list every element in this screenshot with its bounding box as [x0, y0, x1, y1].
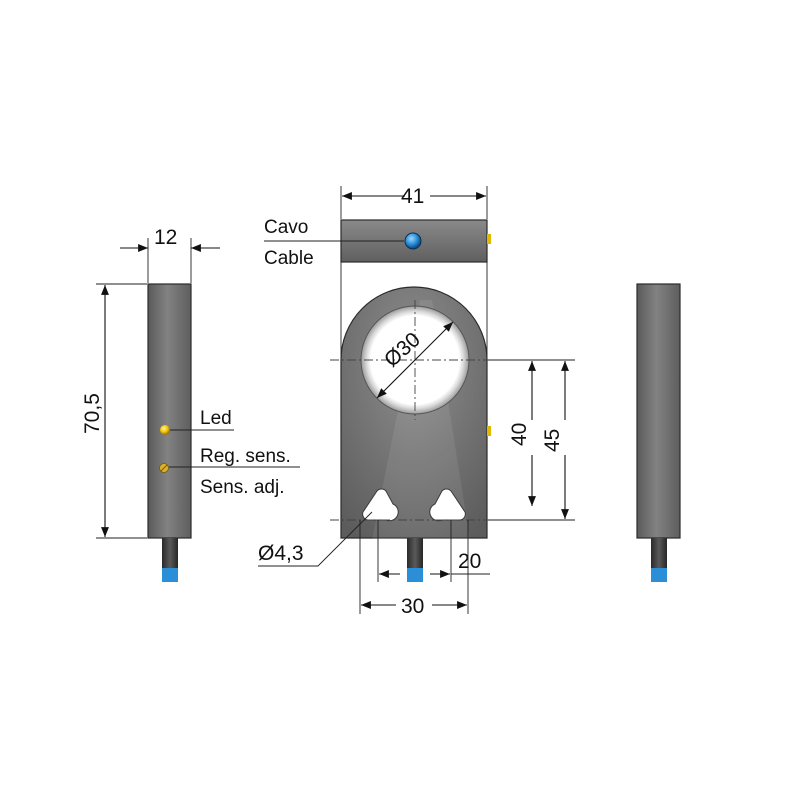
sensitivity-adjust-label-en: Sens. adj. — [200, 477, 285, 498]
front-led-nub — [487, 426, 491, 436]
led-icon — [160, 425, 170, 435]
side-height-dimension: 70,5 — [81, 393, 104, 434]
led-label: Led — [200, 408, 232, 429]
top-view: Cavo Cable 41 — [264, 185, 491, 269]
front-view: Ø30 40 45 Ø4,3 20 30 — [258, 262, 575, 618]
mounting-hole-right — [429, 488, 466, 522]
cable-label-it: Cavo — [264, 217, 308, 238]
cable-tip-front — [407, 568, 423, 582]
cable-stub-front — [407, 538, 423, 570]
side-body-right — [636, 283, 681, 539]
cable-label-en: Cable — [264, 248, 314, 269]
top-led-nub — [487, 234, 491, 244]
cable-tip-left — [162, 568, 178, 582]
cable-tip-right — [651, 568, 667, 582]
hole-diameter-dimension: Ø4,3 — [258, 542, 304, 565]
hole-spacing-30-dimension: 30 — [401, 595, 424, 618]
side-width-dimension: 12 — [154, 226, 177, 249]
side-view-right — [636, 283, 681, 582]
height-40-dimension: 40 — [508, 423, 531, 446]
top-width-dimension: 41 — [401, 185, 424, 208]
cable-stub-right — [651, 538, 667, 570]
cable-outlet-icon — [404, 232, 422, 250]
height-45-dimension: 45 — [541, 429, 564, 452]
side-view-left: Led Reg. sens. Sens. adj. 12 70,5 — [81, 226, 300, 582]
sensitivity-adjust-label-it: Reg. sens. — [200, 446, 291, 467]
hole-spacing-20-dimension: 20 — [458, 550, 481, 573]
cable-stub-left — [162, 538, 178, 570]
side-body-left — [147, 283, 192, 539]
